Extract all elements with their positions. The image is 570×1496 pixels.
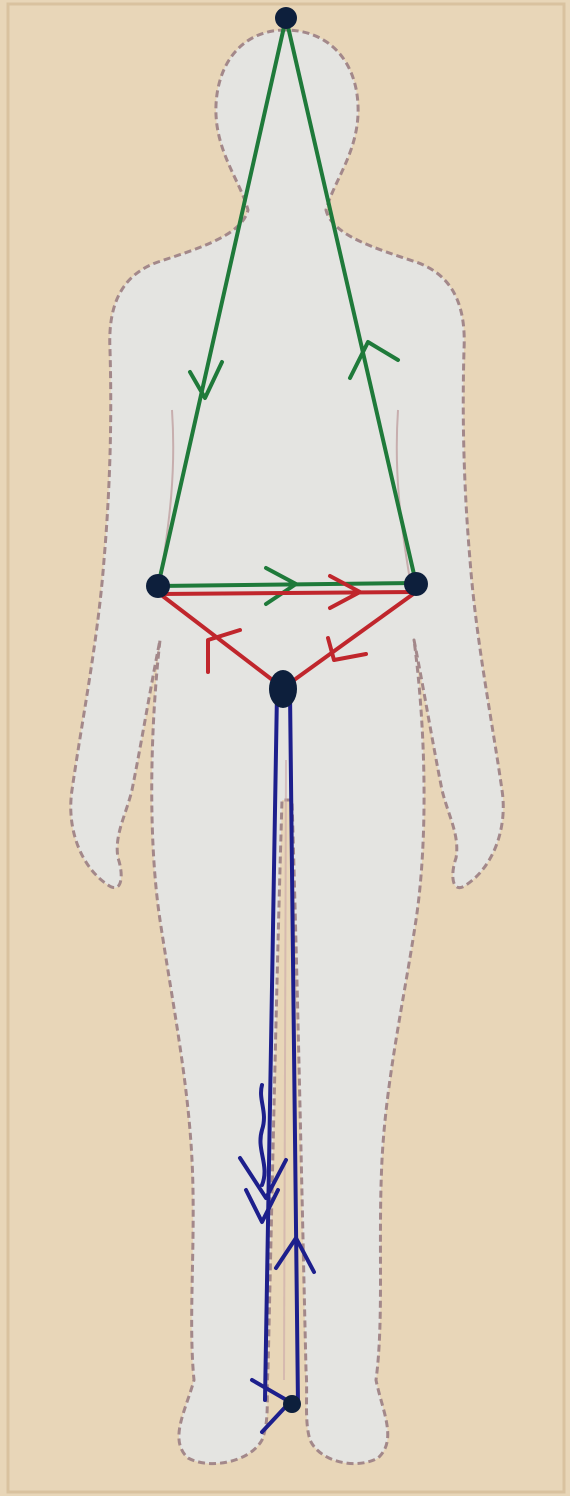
node-crown-of-head xyxy=(275,7,297,29)
red-line-left-hip-to-right-hip xyxy=(160,592,416,594)
node-pelvis-center xyxy=(269,670,297,708)
node-right-hip xyxy=(404,572,428,596)
node-left-hip xyxy=(146,574,170,598)
node-feet xyxy=(283,1395,301,1413)
